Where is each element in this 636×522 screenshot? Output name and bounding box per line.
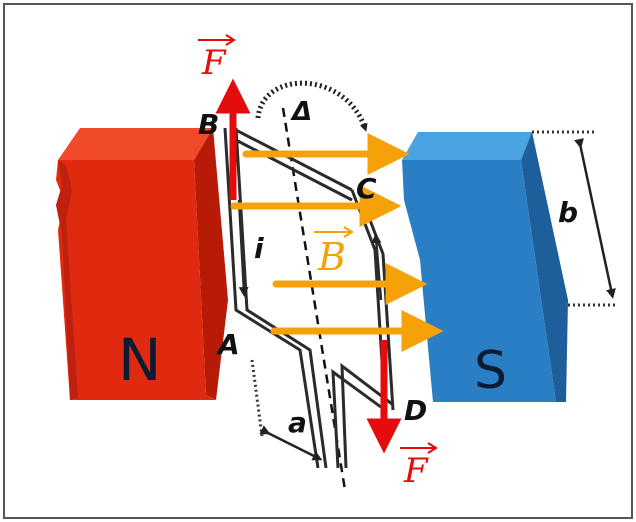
force-bottom-vector-head [427, 442, 438, 454]
axis-label: Δ [290, 97, 312, 127]
wire-bottom-da-inner [340, 362, 393, 469]
north-magnet: N [56, 128, 228, 400]
dimension-a-label: a [288, 406, 307, 439]
current-label: i [254, 232, 264, 265]
force-top-vector-head [225, 34, 236, 46]
force-label-bottom-group: F [400, 442, 438, 491]
force-label-top-group: F [198, 34, 236, 83]
dimension-b-label: b [558, 196, 578, 229]
force-label-bottom: F [403, 451, 429, 491]
field-label: B [317, 235, 346, 279]
field-vector-head [343, 226, 354, 238]
field-arrows [230, 133, 444, 352]
corner-label-a: A [216, 328, 240, 361]
corner-label-b: B [198, 108, 219, 141]
wire-bottom-da [331, 368, 386, 469]
rotation-direction-arrow [255, 80, 368, 132]
wire-left-path [223, 127, 320, 469]
dimension-a-arrow [259, 425, 323, 461]
corner-label-c: C [356, 172, 377, 205]
dimension-b-arrow [574, 138, 616, 299]
dimension-a: a [250, 359, 323, 461]
dimension-b: b [532, 130, 616, 307]
force-label-top: F [201, 43, 227, 83]
south-pole-label: S [474, 341, 507, 401]
current-arrow-right [371, 233, 383, 301]
wire-top-bc-inner [231, 136, 353, 202]
wire-top-bc [231, 126, 353, 192]
field-label-group: B [314, 226, 354, 279]
north-pole-label: N [118, 326, 161, 394]
force-arrows [215, 78, 402, 454]
current-arrow-left [237, 199, 249, 297]
corner-label-d: D [404, 394, 427, 427]
